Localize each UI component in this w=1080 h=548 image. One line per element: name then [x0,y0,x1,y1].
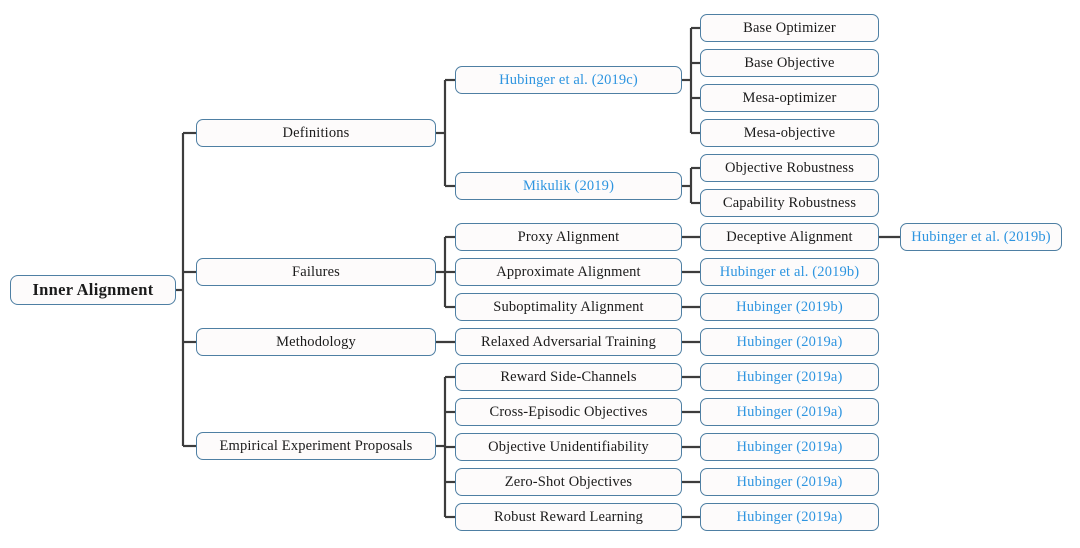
node-label: Hubinger et al. (2019c) [499,71,638,88]
node-definitions[interactable]: Definitions [196,119,436,147]
node-proxy-alignment[interactable]: Proxy Alignment [455,223,682,251]
node-approximate-alignment[interactable]: Approximate Alignment [455,258,682,286]
node-objective-unidentifiability[interactable]: Objective Unidentifiability [455,433,682,461]
node-mesa-objective[interactable]: Mesa-objective [700,119,879,147]
node-label: Suboptimality Alignment [493,298,644,315]
node-label: Hubinger et al. (2019b) [911,228,1051,245]
node-label: Hubinger (2019a) [736,508,843,525]
node-label: Objective Unidentifiability [488,438,649,455]
node-hubinger-et-al-2019c[interactable]: Hubinger et al. (2019c) [455,66,682,94]
node-label: Approximate Alignment [496,263,641,280]
node-root-inner-alignment[interactable]: Inner Alignment [10,275,176,305]
node-hubinger-2019a-unidentifiability[interactable]: Hubinger (2019a) [700,433,879,461]
node-label: Hubinger (2019a) [736,333,843,350]
node-label: Zero-Shot Objectives [504,473,633,490]
node-hubinger-et-al-2019b-approximate[interactable]: Hubinger et al. (2019b) [700,258,879,286]
node-suboptimality-alignment[interactable]: Suboptimality Alignment [455,293,682,321]
node-relaxed-adversarial-training[interactable]: Relaxed Adversarial Training [455,328,682,356]
node-label: Mesa-objective [743,124,836,141]
node-hubinger-et-al-2019b-suboptimality[interactable]: Hubinger (2019b) [700,293,879,321]
node-label: Proxy Alignment [517,228,620,245]
node-label: Mikulik (2019) [522,177,615,194]
node-mesa-optimizer[interactable]: Mesa-optimizer [700,84,879,112]
node-label: Hubinger (2019a) [736,368,843,385]
node-objective-robustness[interactable]: Objective Robustness [700,154,879,182]
node-hubinger-2019a-cross-episodic[interactable]: Hubinger (2019a) [700,398,879,426]
node-label: Relaxed Adversarial Training [481,333,656,350]
node-mikulik-2019[interactable]: Mikulik (2019) [455,172,682,200]
node-label: Base Optimizer [743,19,836,36]
node-robust-reward-learning[interactable]: Robust Reward Learning [455,503,682,531]
node-label: Capability Robustness [722,194,857,211]
node-label: Failures [292,263,340,280]
node-label: Deceptive Alignment [726,228,853,245]
node-cross-episodic-objectives[interactable]: Cross-Episodic Objectives [455,398,682,426]
node-label: Hubinger (2019a) [736,438,843,455]
node-hubinger-2019b-relaxed[interactable]: Hubinger (2019a) [700,328,879,356]
node-label: Definitions [282,124,350,141]
node-label: Base Objective [744,54,835,71]
node-base-objective[interactable]: Base Objective [700,49,879,77]
node-base-optimizer[interactable]: Base Optimizer [700,14,879,42]
node-label: Methodology [276,333,356,350]
node-deceptive-alignment[interactable]: Deceptive Alignment [700,223,879,251]
node-label: Cross-Episodic Objectives [489,403,648,420]
node-reward-side-channels[interactable]: Reward Side-Channels [455,363,682,391]
node-capability-robustness[interactable]: Capability Robustness [700,189,879,217]
node-hubinger-2019a-robust-reward[interactable]: Hubinger (2019a) [700,503,879,531]
node-label: Reward Side-Channels [500,368,637,385]
node-methodology[interactable]: Methodology [196,328,436,356]
node-zero-shot-objectives[interactable]: Zero-Shot Objectives [455,468,682,496]
node-label: Hubinger (2019a) [736,473,843,490]
node-label: Inner Alignment [32,279,154,299]
node-hubinger-2019a-zero-shot[interactable]: Hubinger (2019a) [700,468,879,496]
node-label: Hubinger (2019a) [736,403,843,420]
node-empirical-experiment-proposals[interactable]: Empirical Experiment Proposals [196,432,436,460]
node-hubinger-et-al-2019b-deceptive[interactable]: Hubinger et al. (2019b) [900,223,1062,251]
node-label: Empirical Experiment Proposals [219,437,413,454]
node-label: Mesa-optimizer [742,89,837,106]
node-failures[interactable]: Failures [196,258,436,286]
node-hubinger-2019a-reward-side-channels[interactable]: Hubinger (2019a) [700,363,879,391]
node-label: Hubinger et al. (2019b) [719,263,860,280]
node-label: Robust Reward Learning [493,508,644,525]
node-label: Objective Robustness [724,159,855,176]
node-label: Hubinger (2019b) [736,298,843,315]
